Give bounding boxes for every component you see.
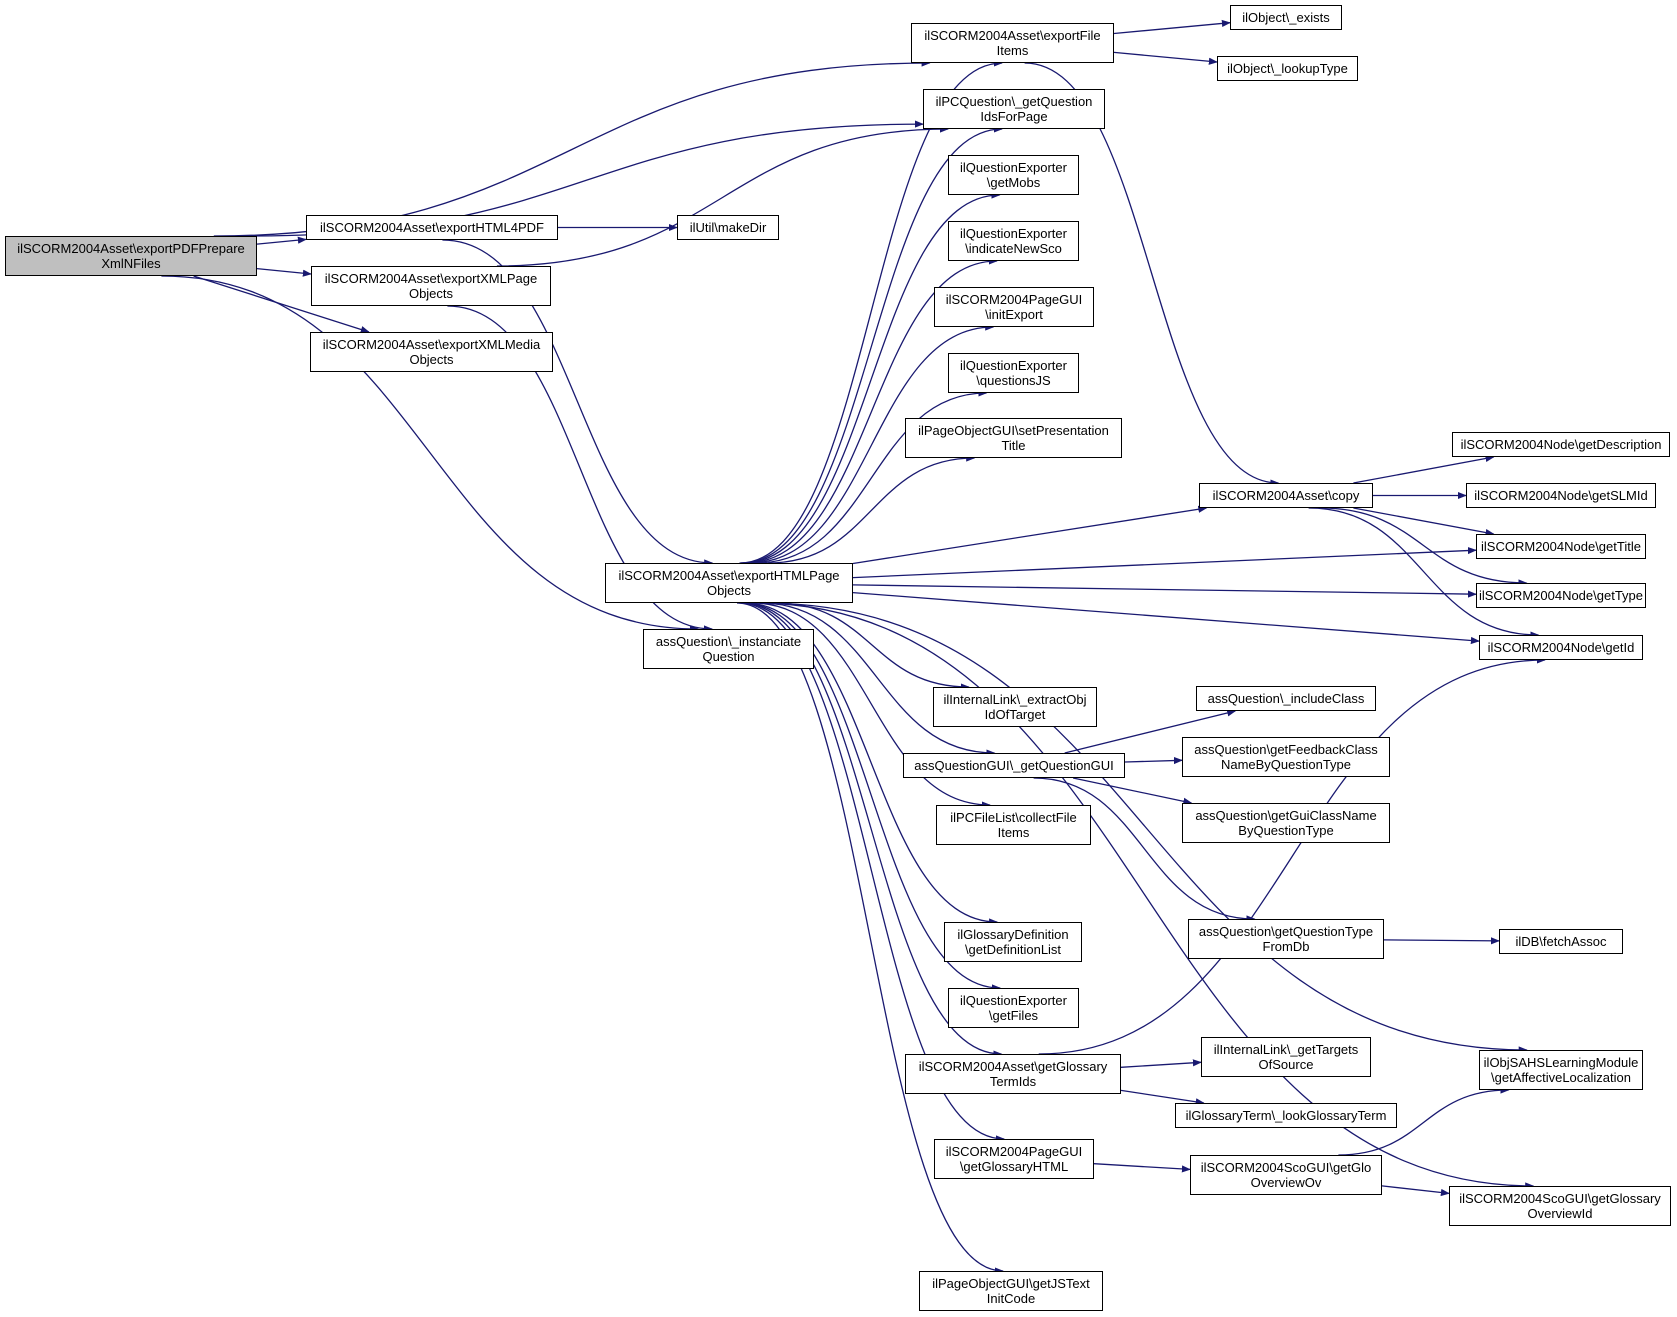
edge-exportHTMLPageObjects-to-getQuestionGUI [760, 602, 996, 757]
edge-exportFileItems-to-objExists [1113, 19, 1231, 35]
edge-exportHTMLPageObjects-to-questionsJS [756, 389, 988, 564]
edge-exportFileItems-to-copy [1024, 62, 1280, 487]
node-exportHTML4PDF[interactable]: ilSCORM2004Asset\exportHTML4PDF [306, 215, 558, 240]
edge-getQuestionGUI-to-includeClass [1064, 709, 1237, 754]
edge-copy-to-getType [1320, 507, 1528, 587]
edge-getGloOverviewOv-to-getAffectiveLocalization [1338, 1086, 1510, 1156]
edge-exportHTMLPageObjects-to-setPresentationTitle [768, 454, 976, 564]
edge-exportHTMLPageObjects-to-indicateNewSco [745, 257, 998, 564]
edge-getGlossaryTermIds-to-getId [1038, 656, 1546, 1055]
edge-exportHTMLPageObjects-to-getMobs [742, 191, 1001, 564]
node-copy[interactable]: ilSCORM2004Asset\copy [1199, 483, 1373, 508]
node-getSLMId[interactable]: ilSCORM2004Node\getSLMId [1466, 483, 1656, 508]
node-initExport[interactable]: ilSCORM2004PageGUI\initExport [934, 287, 1094, 327]
node-makeDir[interactable]: ilUtil\makeDir [677, 215, 779, 240]
node-lookupType[interactable]: ilObject\_lookupType [1217, 56, 1358, 81]
edge-root-to-exportXMLMediaObjects [193, 275, 370, 333]
node-indicateNewSco[interactable]: ilQuestionExporter\indicateNewSco [948, 221, 1079, 261]
edge-root-to-exportHTML4PDF [256, 236, 307, 245]
node-objExists[interactable]: ilObject\_exists [1230, 5, 1342, 30]
edge-exportXMLPageObjects-to-getQuestionIdsForPage [496, 125, 949, 267]
edge-exportHTMLPageObjects-to-getFiles [742, 602, 1001, 992]
edge-getGlossaryTermIds-to-getTargetsOfSource [1120, 1059, 1202, 1068]
edge-exportHTMLPageObjects-to-getType [852, 584, 1477, 598]
edge-exportHTMLPageObjects-to-getQuestionIdsForPage [740, 125, 1003, 564]
edge-exportHTMLPageObjects-to-copy [852, 505, 1208, 565]
edge-exportHTMLPageObjects-to-initExport [749, 323, 995, 564]
edge-getQuestionTypeFromDb-to-fetchAssoc [1383, 937, 1500, 945]
edge-getGlossaryTermIds-to-lookGlossaryTerm [1120, 1089, 1205, 1106]
node-getFiles[interactable]: ilQuestionExporter\getFiles [948, 988, 1079, 1028]
edge-root-to-exportFileItems [213, 59, 931, 237]
edge-root-to-instanciateQuestion [161, 275, 699, 633]
node-getQuestionGUI[interactable]: assQuestionGUI\_getQuestionGUI [903, 753, 1125, 778]
node-getType[interactable]: ilSCORM2004Node\getType [1476, 583, 1646, 608]
edge-copy-to-getDescription [1353, 454, 1495, 484]
node-questionsJS[interactable]: ilQuestionExporter\questionsJS [948, 353, 1079, 393]
node-includeClass[interactable]: assQuestion\_includeClass [1196, 686, 1376, 711]
edge-exportHTMLPageObjects-to-getDefinitionList [744, 602, 999, 926]
node-getDescription[interactable]: ilSCORM2004Node\getDescription [1452, 432, 1670, 457]
edge-root-to-exportXMLPageObjects [256, 267, 312, 277]
node-getAffectiveLocalization[interactable]: ilObjSAHSLearningModule\getAffectiveLoca… [1479, 1050, 1643, 1090]
node-fetchAssoc[interactable]: ilDB\fetchAssoc [1499, 929, 1623, 954]
edge-exportHTMLPageObjects-to-getGlossaryOverviewId [755, 602, 1535, 1190]
edge-getQuestionGUI-to-getQuestionTypeFromDb [1033, 777, 1256, 923]
edge-copy-to-getId [1308, 507, 1540, 639]
edge-exportFileItems-to-lookupType [1113, 51, 1218, 65]
edge-exportHTML4PDF-to-exportHTMLPageObjects [442, 239, 714, 567]
edge-exportXMLPageObjects-to-instanciateQuestion [447, 305, 713, 633]
node-getGlossaryHTML[interactable]: ilSCORM2004PageGUI\getGlossaryHTML [934, 1139, 1094, 1179]
node-getDefinitionList[interactable]: ilGlossaryDefinition\getDefinitionList [944, 922, 1082, 962]
edge-getQuestionGUI-to-getGuiClassNameByQuestionType [1072, 777, 1193, 805]
node-getId[interactable]: ilSCORM2004Node\getId [1479, 635, 1643, 660]
node-getTitle[interactable]: ilSCORM2004Node\getTitle [1476, 534, 1646, 559]
node-lookGlossaryTerm[interactable]: ilGlossaryTerm\_lookGlossaryTerm [1175, 1103, 1397, 1128]
edge-exportHTMLPageObjects-to-getTitle [852, 546, 1477, 579]
edge-exportHTMLPageObjects-to-collectFileItems [752, 602, 991, 809]
edge-getQuestionGUI-to-getFeedbackClassNameByQuestionType [1124, 756, 1183, 765]
edge-getGlossaryHTML-to-getGloOverviewOv [1093, 1163, 1191, 1173]
edge-exportHTMLPageObjects-to-getGlossaryTermIds [740, 602, 1003, 1058]
node-getMobs[interactable]: ilQuestionExporter\getMobs [948, 155, 1079, 195]
edge-copy-to-getTitle [1353, 507, 1495, 537]
edge-exportHTMLPageObjects-to-getAffectiveLocalization [763, 602, 1528, 1054]
edge-exportHTMLPageObjects-to-getId [852, 591, 1480, 645]
edge-getGloOverviewOv-to-getGlossaryOverviewId [1381, 1185, 1450, 1197]
